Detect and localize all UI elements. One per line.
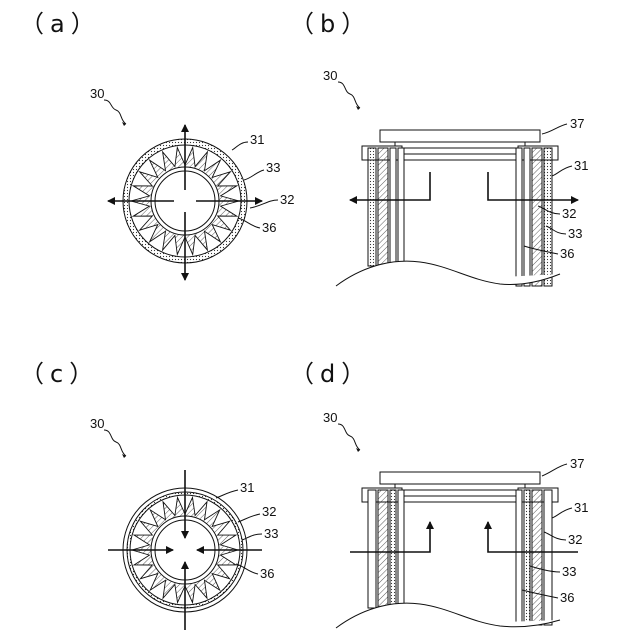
ref-31-a: 31	[250, 132, 264, 147]
ref-30-b: 30	[323, 68, 337, 83]
ref-36-d: 36	[560, 590, 574, 605]
ref-36-c: 36	[260, 566, 274, 581]
panel-b-side-section: 30 37 31 32 33 36	[323, 68, 588, 286]
ref-32-a: 32	[280, 192, 294, 207]
panel-label-b: （b）	[290, 10, 371, 38]
ref-30-d: 30	[323, 410, 337, 425]
panel-c-cross-section: 30 31 32 33 36	[90, 416, 278, 630]
ref-33-d: 33	[562, 564, 576, 579]
ref-32-d: 32	[568, 532, 582, 547]
ref-32-b: 32	[562, 206, 576, 221]
ref-32-c: 32	[262, 504, 276, 519]
ref-37-d: 37	[570, 456, 584, 471]
ref-30-a: 30	[90, 86, 104, 101]
ref-30-c: 30	[90, 416, 104, 431]
ref-37-b: 37	[570, 116, 584, 131]
ref-33-c: 33	[264, 526, 278, 541]
ref-33-b: 33	[568, 226, 582, 241]
ref-36-a: 36	[262, 220, 276, 235]
ref-31-d: 31	[574, 500, 588, 515]
ref-36-b: 36	[560, 246, 574, 261]
panel-label-d: （d）	[290, 360, 371, 388]
leader-30-a	[104, 100, 126, 124]
ref-31-c: 31	[240, 480, 254, 495]
ref-31-b: 31	[574, 158, 588, 173]
panel-d-side-section: 30 37 31 32 33 36	[323, 410, 588, 628]
panel-a-cross-section: 30 31 33 32 36	[90, 86, 294, 280]
panel-label-c: （c）	[20, 360, 99, 388]
ref-33-a: 33	[266, 160, 280, 175]
panel-label-a: （a）	[20, 10, 101, 38]
